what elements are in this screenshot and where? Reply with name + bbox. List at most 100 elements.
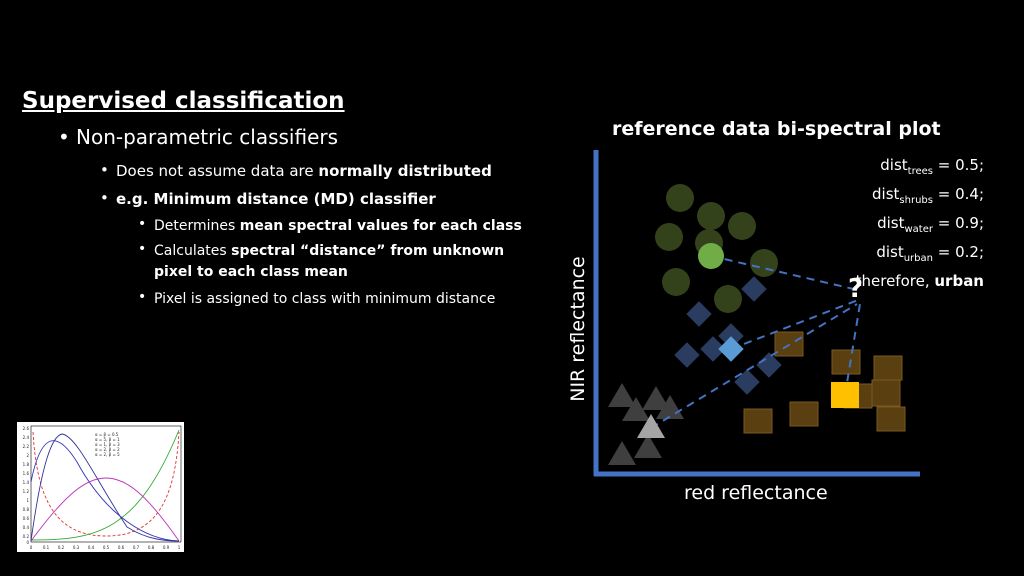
tree-point bbox=[655, 223, 683, 251]
water-point bbox=[741, 276, 767, 302]
bullet-dot: • bbox=[58, 125, 70, 149]
svg-text:0.7: 0.7 bbox=[133, 545, 140, 550]
bullet-determines: • Determines mean spectral values for ea… bbox=[138, 216, 522, 237]
svg-text:0.4: 0.4 bbox=[23, 525, 30, 530]
svg-text:0.6: 0.6 bbox=[118, 545, 125, 550]
svg-text:1: 1 bbox=[26, 498, 29, 503]
distance-water: distwater = 0.9; bbox=[877, 214, 984, 235]
svg-text:1.2: 1.2 bbox=[23, 489, 30, 494]
bullet-text: Pixel is assigned to class with minimum … bbox=[154, 291, 496, 307]
svg-text:0.1: 0.1 bbox=[43, 545, 50, 550]
distance-shrubs: distshrubs = 0.4; bbox=[872, 185, 984, 206]
tree-point bbox=[697, 202, 725, 230]
distance-conclusion: therefore, urban bbox=[855, 272, 984, 290]
distance-line-trees bbox=[710, 255, 859, 291]
shrubs-mean bbox=[637, 414, 665, 438]
beta-distribution-thumbnail: α = β = 0.5 α = 5, β = 1 α = 1, β = 3 α … bbox=[17, 422, 184, 552]
water-mean bbox=[718, 336, 744, 362]
svg-text:0.4: 0.4 bbox=[88, 545, 95, 550]
urban-point bbox=[774, 331, 804, 357]
y-axis-label: NIR reflectance bbox=[567, 256, 589, 402]
distance-lines bbox=[650, 255, 861, 429]
bullet-text: Does not assume data are bbox=[116, 162, 319, 180]
water-point bbox=[734, 369, 760, 395]
svg-text:α = β = 0.5: α = β = 0.5 bbox=[95, 432, 119, 437]
tree-point bbox=[728, 212, 756, 240]
svg-text:0: 0 bbox=[26, 540, 29, 545]
bullet-normal: • Does not assume data are normally dist… bbox=[100, 161, 492, 182]
svg-text:0.8: 0.8 bbox=[23, 507, 30, 512]
svg-text:0.6: 0.6 bbox=[23, 516, 30, 521]
urban-point bbox=[831, 349, 861, 375]
distance-trees: disttrees = 0.5; bbox=[880, 156, 984, 177]
shrub-point bbox=[608, 383, 636, 407]
bullet-bold: spectral “distance” from unknown bbox=[231, 243, 505, 259]
water-point bbox=[674, 342, 700, 368]
urban-point bbox=[876, 406, 906, 432]
bullet-bold: pixel to each class mean bbox=[154, 264, 348, 280]
tree-point bbox=[662, 268, 690, 296]
bullet-nonparametric: • Non-parametric classifiers bbox=[58, 125, 338, 149]
svg-text:α = 5, β = 1: α = 5, β = 1 bbox=[95, 437, 120, 442]
water-points bbox=[674, 276, 782, 395]
shrub-point bbox=[634, 434, 662, 458]
bullet-text: e.g. Minimum distance (MD) classifier bbox=[116, 190, 436, 208]
urban-point bbox=[789, 401, 819, 427]
svg-text:2.4: 2.4 bbox=[23, 435, 30, 440]
water-point bbox=[718, 323, 744, 349]
distance-line-shrubs bbox=[650, 303, 858, 429]
svg-text:α = 1, β = 3: α = 1, β = 3 bbox=[95, 442, 120, 447]
bullet-bold: normally distributed bbox=[318, 162, 492, 180]
bullet-dot: • bbox=[138, 216, 147, 232]
bullet-bold: mean spectral values for each class bbox=[239, 218, 522, 234]
trees-mean bbox=[698, 243, 724, 269]
tree-point bbox=[666, 184, 694, 212]
bullet-md: • e.g. Minimum distance (MD) classifier bbox=[100, 189, 436, 210]
shrub-point bbox=[642, 386, 670, 410]
distance-urban: disturban = 0.2; bbox=[876, 243, 984, 264]
shrub-point bbox=[622, 397, 650, 421]
bullet-text: Calculates bbox=[154, 243, 232, 259]
bullet-assigned: • Pixel is assigned to class with minimu… bbox=[138, 289, 495, 310]
bullet-dot: • bbox=[138, 241, 147, 257]
urban-point bbox=[873, 355, 903, 381]
urban-point bbox=[871, 379, 901, 407]
bullet-text: Determines bbox=[154, 218, 240, 234]
distance-line-water bbox=[730, 299, 859, 350]
svg-text:1.4: 1.4 bbox=[23, 480, 30, 485]
tree-point bbox=[714, 285, 742, 313]
bullet-dot: • bbox=[100, 189, 109, 207]
svg-text:1: 1 bbox=[178, 545, 181, 550]
water-point bbox=[686, 301, 712, 327]
urban-point bbox=[743, 408, 773, 434]
svg-text:0.3: 0.3 bbox=[73, 545, 80, 550]
distance-list: disttrees = 0.5; distshrubs = 0.4; distw… bbox=[856, 154, 984, 293]
water-point bbox=[756, 352, 782, 378]
svg-text:1.8: 1.8 bbox=[23, 462, 30, 467]
urban-points bbox=[743, 331, 906, 434]
svg-text:0: 0 bbox=[30, 545, 33, 550]
water-point bbox=[700, 336, 726, 362]
unknown-pixel: ? bbox=[848, 274, 864, 304]
shrub-point bbox=[608, 441, 636, 465]
svg-text:1.6: 1.6 bbox=[23, 471, 30, 476]
svg-text:0.2: 0.2 bbox=[23, 534, 30, 539]
slide-title: Supervised classification bbox=[22, 88, 345, 114]
svg-text:0.8: 0.8 bbox=[148, 545, 155, 550]
svg-text:2.2: 2.2 bbox=[23, 444, 30, 449]
svg-text:0.5: 0.5 bbox=[103, 545, 110, 550]
svg-text:2.6: 2.6 bbox=[23, 426, 30, 431]
svg-text:0.2: 0.2 bbox=[58, 545, 65, 550]
bullet-calculates: • Calculates spectral “distance” from un… bbox=[138, 241, 504, 283]
bullet-dot: • bbox=[138, 289, 147, 305]
plot-title: reference data bi-spectral plot bbox=[612, 118, 941, 140]
urban-mean bbox=[831, 382, 859, 408]
distance-line-urban bbox=[844, 303, 861, 396]
svg-text:α = 2, β = 5: α = 2, β = 5 bbox=[95, 452, 120, 457]
svg-text:0.9: 0.9 bbox=[163, 545, 170, 550]
svg-text:2: 2 bbox=[26, 453, 29, 458]
tree-point bbox=[750, 249, 778, 277]
shrub-points bbox=[608, 383, 684, 465]
bullet-text: Non-parametric classifiers bbox=[76, 125, 339, 149]
